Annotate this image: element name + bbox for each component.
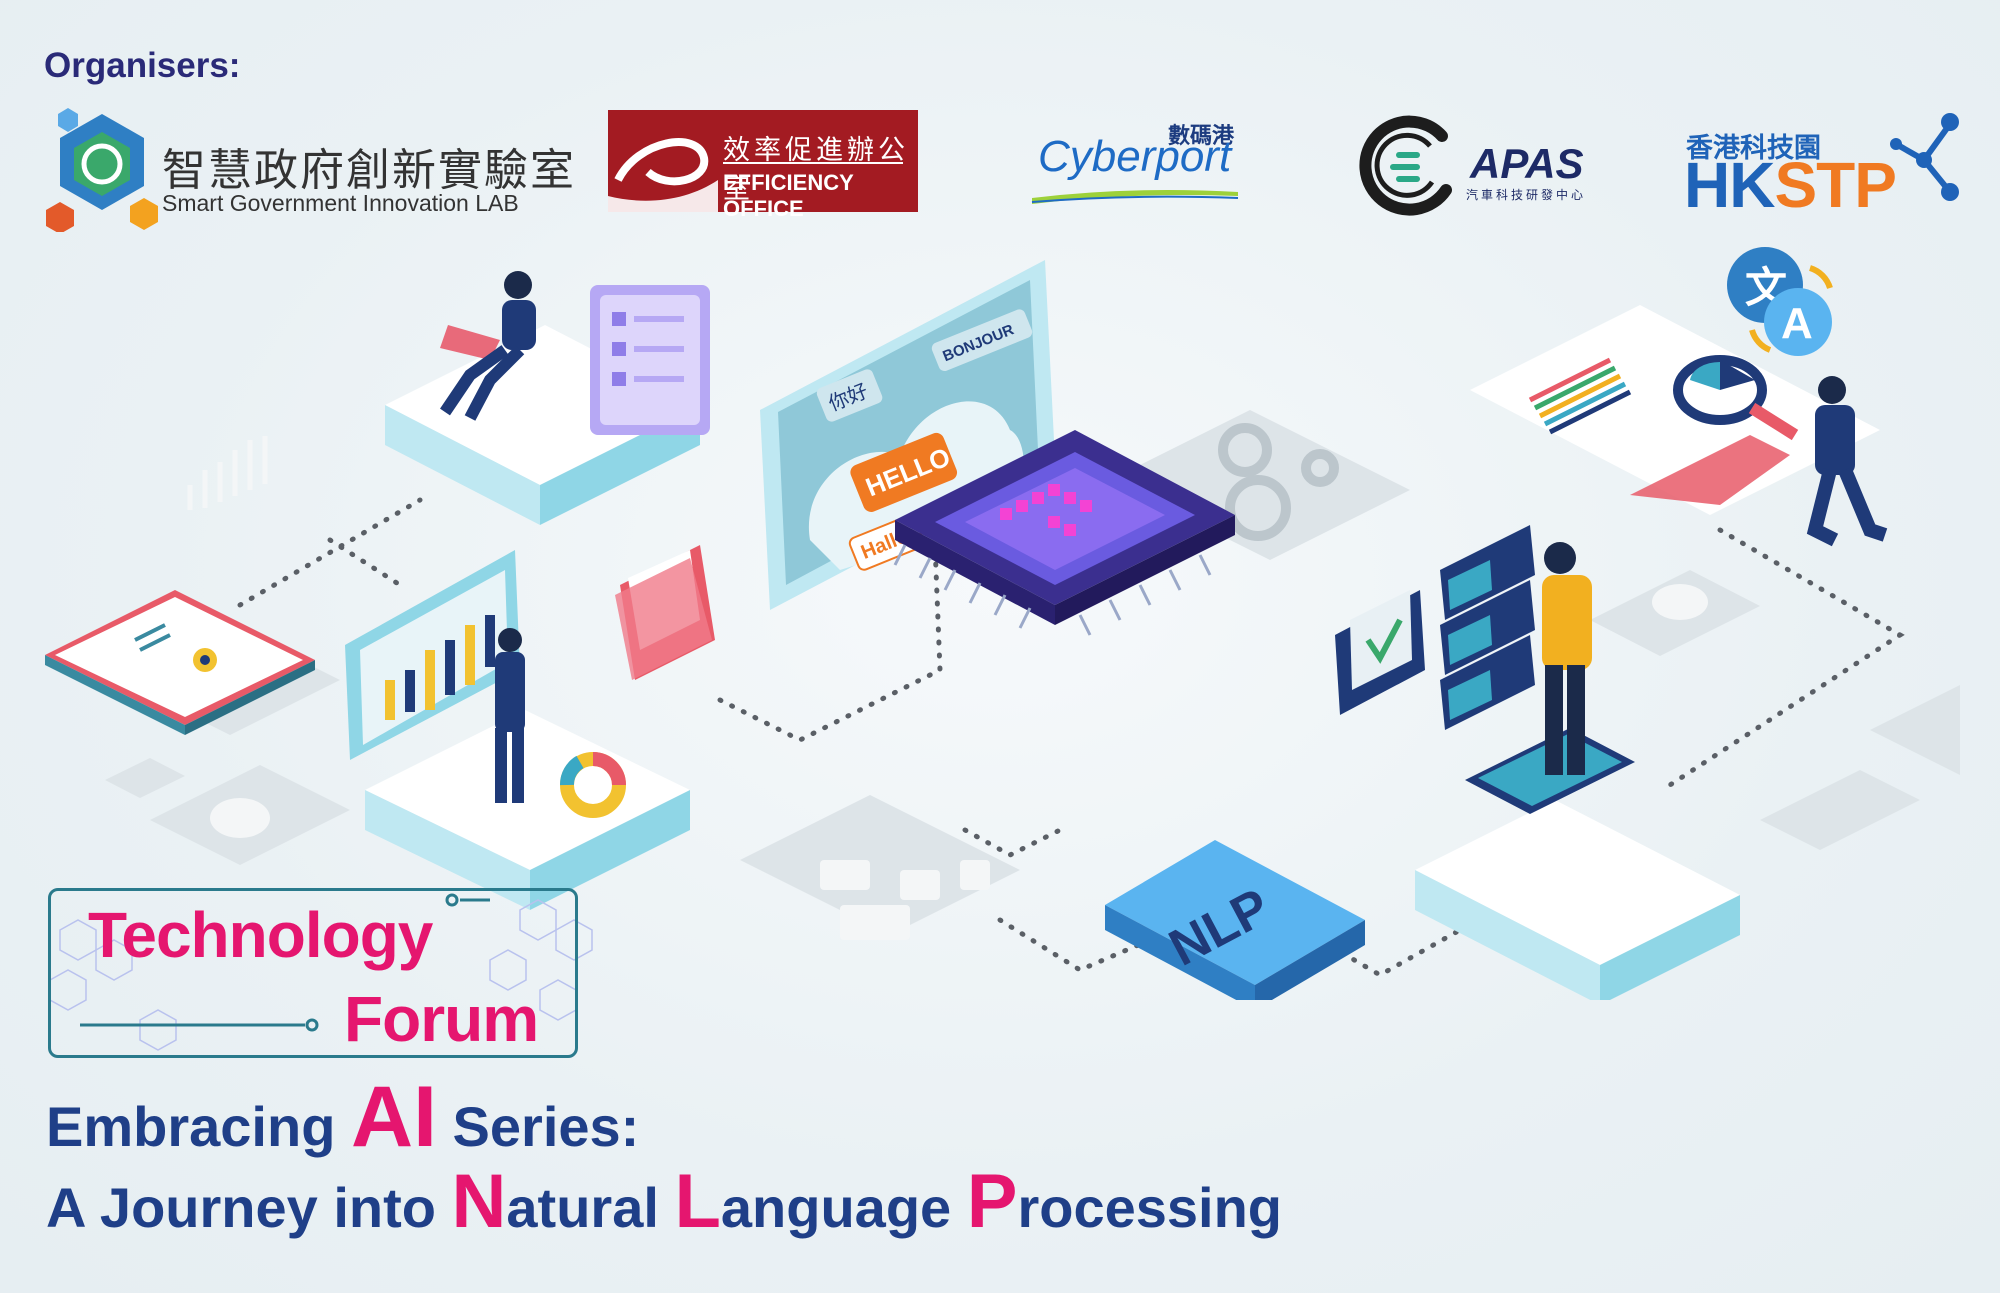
apas-swirl-icon	[1359, 115, 1452, 216]
title-l: L	[674, 1159, 721, 1244]
sgil-name-cn: 智慧政府創新實驗室	[162, 145, 576, 196]
forum-title-technology: Technology	[88, 899, 433, 971]
forum-frame	[48, 888, 578, 1058]
platform-laptop-woman	[385, 271, 710, 525]
title-p: P	[966, 1159, 1018, 1244]
title-series: Series:	[436, 1095, 640, 1158]
title-embracing: Embracing	[46, 1095, 351, 1158]
efficiency-swirl-icon	[608, 138, 718, 212]
apas-name-cn: 汽車科技研發中心	[1466, 188, 1587, 202]
apas-name-en: APAS	[1470, 140, 1584, 187]
title-journey: A Journey into	[46, 1176, 452, 1239]
hkstp-name-en: HKSTP	[1684, 148, 1897, 222]
tablet-panel	[45, 590, 315, 735]
platform-chart-man	[345, 550, 690, 910]
cyberport-name-en: Cyberport	[1038, 132, 1232, 181]
nlp-isometric-illustration: 你好 BONJOUR HELLO Hallo	[45, 247, 1960, 1000]
title-rocessing: rocessing	[1017, 1176, 1282, 1239]
sgil-name-en: Smart Government Innovation LAB	[162, 190, 519, 216]
organisers-label: Organisers:	[44, 46, 241, 85]
translate-icon: 文 A	[1727, 247, 1833, 356]
hkstp-molecule-icon	[1890, 113, 1959, 201]
title-atural: atural	[506, 1176, 675, 1239]
lightbulb-ghost-icon	[210, 584, 1708, 838]
efficiency-office-logo: 效率促進辦公室 EFFICIENCY OFFICE	[608, 110, 918, 221]
nlp-block: NLP	[1105, 840, 1365, 1000]
event-title-line2: A Journey into Natural Language Processi…	[46, 1158, 1282, 1245]
report-bars	[1528, 357, 1632, 435]
translate-ghost-tile	[820, 860, 990, 940]
bar-chart-ghost-icon	[187, 436, 268, 510]
sgil-logo-icon	[46, 108, 158, 232]
event-title-line1: Embracing AI Series:	[46, 1068, 639, 1167]
forum-title-forum: Forum	[344, 983, 539, 1055]
platform-analysis: 文 A	[1470, 247, 1888, 547]
svg-text:A: A	[1781, 299, 1813, 348]
gear-icons	[1218, 423, 1339, 541]
title-n: N	[451, 1159, 507, 1244]
platform-phone-man	[1335, 525, 1740, 1000]
efficiency-name-cn: 效率促進辦公室	[723, 135, 909, 205]
efficiency-divider	[723, 162, 903, 164]
hkstp-hk: HK	[1684, 149, 1775, 221]
cyberport-name-cn: 數碼港	[1168, 124, 1235, 149]
efficiency-name-en: EFFICIENCY OFFICE	[723, 170, 854, 221]
hkstp-name-cn: 香港科技園	[1686, 133, 1821, 164]
cyberport-swoosh-icon	[1031, 190, 1239, 204]
dotted-connectors	[237, 497, 1905, 978]
envelope-check-icon	[1335, 590, 1425, 715]
ai-chip	[893, 430, 1235, 636]
title-anguage: anguage	[720, 1176, 967, 1239]
title-ai: AI	[350, 1069, 437, 1165]
hkstp-stp: STP	[1774, 149, 1896, 221]
folder-icon	[615, 545, 715, 680]
